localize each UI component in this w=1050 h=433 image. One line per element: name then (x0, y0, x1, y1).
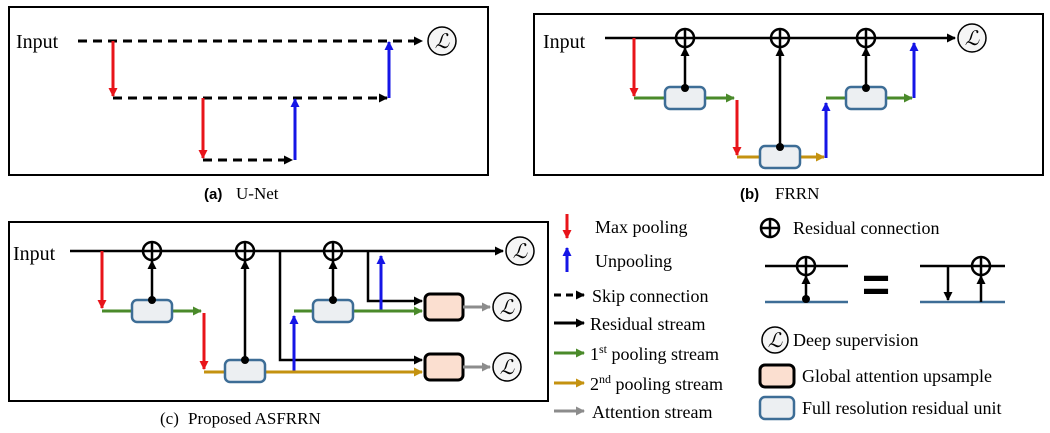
legend-pool1-label: 1st pooling stream (590, 342, 719, 364)
asfrrn-unit-1-dot (148, 296, 156, 304)
svg-text:ℒ: ℒ (435, 29, 450, 53)
asfrrn-residual-connection-icon (234, 240, 256, 262)
frrn-residual-connection-icon (769, 27, 791, 49)
asfrrn-residual-branch-2 (366, 251, 423, 306)
frrn-residual-connection-icon (855, 27, 877, 49)
legend: Max pooling Unpooling Skip connection Re… (554, 214, 1005, 422)
legend-unit-label: Full resolution residual unit (802, 398, 1002, 418)
legend-attention-label: Attention stream (592, 402, 712, 422)
svg-text:ℒ: ℒ (513, 239, 528, 263)
frrn-residual-connection-icon (674, 27, 696, 49)
panel-asfrrn-frame (8, 221, 549, 402)
legend-unit-icon (758, 395, 796, 421)
asfrrn-residual-connection-icon (322, 240, 344, 262)
svg-text:ℒ: ℒ (965, 26, 980, 50)
legend-attention-block-label: Global attention upsample (802, 366, 992, 386)
legend-maxpool-label: Max pooling (595, 217, 688, 237)
unet-loss-icon: ℒ (427, 26, 457, 56)
legend-equals-sign: = (862, 259, 890, 312)
frrn-unit-1-dot (681, 84, 689, 92)
asfrrn-loss-icon-2: ℒ (492, 352, 522, 382)
legend-residual-stream-label: Residual stream (590, 314, 705, 334)
panel-unet-frame (8, 6, 489, 176)
legend-unpool-label: Unpooling (595, 251, 672, 271)
legend-residual-equivalence-left (765, 255, 848, 304)
legend-pool2-number: 2 (590, 374, 599, 394)
asfrrn-attention-block-2 (423, 352, 465, 382)
asfrrn-residual-branch-1 (278, 251, 423, 365)
panel-asfrrn: Input (8, 221, 549, 428)
unet-input-label: Input (16, 31, 59, 53)
asfrrn-input-label: Input (13, 243, 56, 265)
panel-unet: Input ℒ (a) U-Net (8, 6, 489, 203)
asfrrn-attention-block-1 (423, 292, 465, 322)
frrn-caption-tag: (b) (740, 186, 759, 203)
legend-residual-equivalence-right (920, 255, 1005, 304)
asfrrn-residual-connection-icon (141, 240, 163, 262)
asfrrn-unit-2-dot (241, 356, 249, 364)
legend-deep-supervision-icon: ℒ (761, 326, 789, 354)
legend-skip-label: Skip connection (592, 286, 708, 306)
legend-pool1-sup: st (599, 342, 608, 356)
svg-text:ℒ: ℒ (768, 328, 783, 352)
frrn-unit-2-dot (776, 143, 784, 151)
asfrrn-unit-3-dot (329, 296, 337, 304)
legend-pool1-text: pooling stream (607, 344, 719, 364)
asfrrn-caption-name: Proposed ASFRRN (188, 409, 321, 428)
panel-frrn: Input (533, 13, 1044, 203)
panel-frrn-frame (533, 13, 1044, 176)
frrn-caption-name: FRRN (775, 184, 819, 203)
legend-residual-connection-label: Residual connection (793, 218, 939, 238)
unet-caption-tag: (a) (204, 186, 222, 203)
frrn-loss-icon: ℒ (957, 23, 987, 53)
frrn-input-label: Input (543, 31, 586, 53)
legend-pool1-number: 1 (590, 344, 599, 364)
asfrrn-caption-tag: (c) (160, 409, 179, 428)
unet-caption-name: U-Net (236, 184, 279, 203)
svg-text:ℒ: ℒ (500, 355, 515, 379)
legend-pool2-sup: nd (599, 372, 611, 386)
legend-attention-block-icon (758, 363, 796, 389)
legend-pool2-text: pooling stream (611, 374, 723, 394)
svg-text:ℒ: ℒ (500, 295, 515, 319)
legend-residual-connection-icon (759, 217, 781, 239)
asfrrn-loss-icon-main: ℒ (505, 236, 535, 266)
legend-deep-supervision-label: Deep supervision (793, 330, 918, 350)
frrn-unit-3-dot (862, 84, 870, 92)
legend-pool2-label: 2nd pooling stream (590, 372, 723, 394)
asfrrn-loss-icon-1: ℒ (492, 292, 522, 322)
unet-skip-connections (78, 36, 423, 165)
